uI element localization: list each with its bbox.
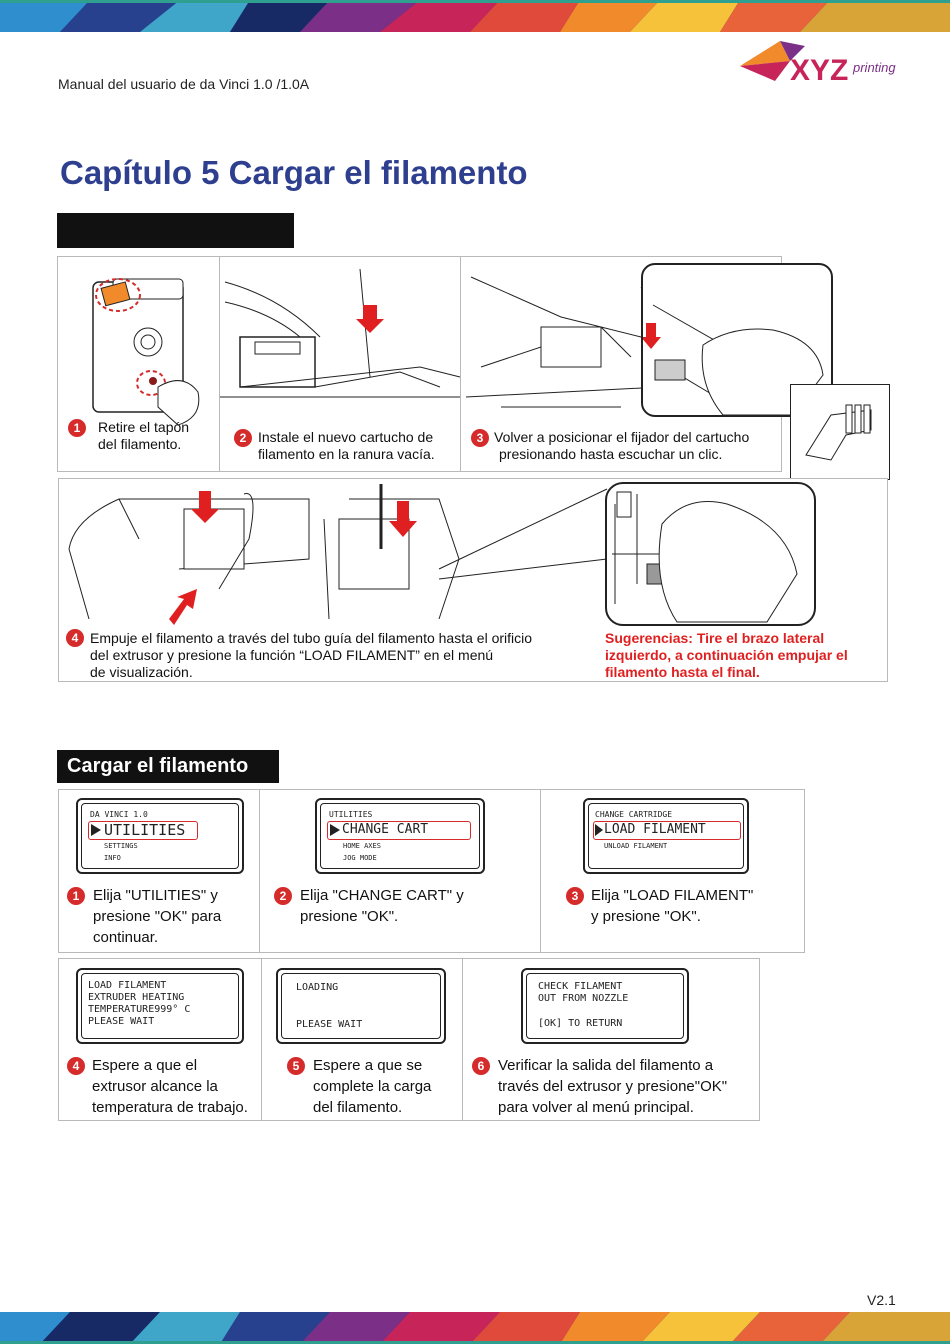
step-number: 3 (471, 429, 489, 447)
chapter-title: Capítulo 5 Cargar el filamento (60, 154, 528, 191)
tip-line: izquierdo, a continuación empujar el (605, 647, 848, 663)
menu-step5-caption-line: del filamento. (313, 1099, 403, 1116)
lcd-selection (593, 821, 741, 840)
down-arrow-icon (191, 491, 219, 523)
cartridge-illustration (92, 278, 200, 426)
step1-caption-line: Retire el tapón (98, 419, 190, 435)
menu-step6-caption-line: través del extrusor y presione"OK" (498, 1078, 728, 1095)
lcd-title: UTILITIES (329, 810, 373, 819)
step4-caption-line: del extrusor y presione la función “LOAD… (90, 647, 494, 663)
xyzprinting-logo: XYZ printing (735, 36, 900, 96)
lcd-line: OUT FROM NOZZLE (538, 993, 629, 1004)
lcd-selected-item: LOAD FILAMENT (604, 822, 706, 837)
step-number: 4 (66, 629, 84, 647)
down-arrow-icon (389, 501, 417, 537)
lcd-line: LOAD FILAMENT (88, 980, 167, 991)
top-color-band (0, 0, 950, 32)
step1-caption-line: del filamento. (98, 436, 182, 452)
step-number: 2 (234, 429, 252, 447)
tip-line: Sugerencias: Tire el brazo lateral (605, 630, 825, 646)
menu-step5-caption-line: Espere a que se (313, 1057, 423, 1074)
tip-line: filamento hasta el final. (605, 664, 760, 680)
lcd-screen-2: UTILITIES CHANGE CART HOME AXES JOG MODE (315, 798, 485, 874)
manual-title: Manual del usuario de da Vinci 1.0 /1.0A (58, 76, 310, 92)
lcd-menu-item: SETTINGS (104, 842, 138, 850)
menu-step1-caption-line: continuar. (93, 929, 159, 946)
lcd-line: PLEASE WAIT (88, 1016, 155, 1027)
svg-text:XYZ: XYZ (790, 54, 848, 87)
lcd-screen-4: LOAD FILAMENT EXTRUDER HEATING TEMPERATU… (76, 968, 244, 1044)
lcd-line: CHECK FILAMENT (538, 981, 623, 992)
lcd-menu-item: UNLOAD FILAMENT (604, 842, 668, 850)
svg-text:printing: printing (852, 60, 896, 75)
selection-arrow-icon (595, 824, 603, 836)
lcd-line: PLEASE WAIT (296, 1019, 363, 1030)
lcd-line: [OK] TO RETURN (538, 1018, 623, 1029)
step2-caption-line: Instale el nuevo cartucho de (258, 429, 434, 445)
lcd-title: DA VINCI 1.0 (90, 810, 148, 819)
lcd-selected-item: CHANGE CART (342, 822, 429, 837)
step-number: 1 (68, 419, 86, 437)
lcd-selection (327, 821, 471, 840)
selection-arrow-icon (330, 824, 340, 836)
cartridge-holder-detail (790, 384, 890, 480)
section2-heading: Cargar el filamento (57, 750, 279, 783)
menu-step1-caption-line: Elija "UTILITIES" y (93, 887, 218, 904)
menu-step4-caption-line: temperatura de trabajo. (92, 1099, 248, 1116)
lcd-screen-1: DA VINCI 1.0 UTILITIES SETTINGS INFO (76, 798, 244, 874)
menu-step6-caption-line: para volver al menú principal. (498, 1099, 694, 1116)
tip-text: Sugerencias: Tire el brazo lateral izqui… (605, 630, 848, 681)
step-number: 3 (566, 887, 584, 905)
menu-step4-caption-line: extrusor alcance la (92, 1078, 218, 1095)
step4-caption-line: de visualización. (90, 664, 193, 680)
selection-arrow-icon (91, 824, 101, 836)
lcd-screen-3: CHANGE CARTRIDGE LOAD FILAMENT UNLOAD FI… (583, 798, 749, 874)
step4-zoom-callout (605, 482, 816, 626)
lcd-menu-item: HOME AXES (343, 842, 381, 850)
step-number: 2 (274, 887, 292, 905)
section1-heading (57, 213, 294, 248)
step2-caption-line: filamento en la ranura vacía. (258, 446, 435, 462)
lcd-line: LOADING (296, 982, 339, 993)
down-arrow-icon (356, 305, 384, 333)
menu-step2-caption-line: Elija "CHANGE CART" y (300, 887, 464, 904)
lcd-screen-6: CHECK FILAMENT OUT FROM NOZZLE [OK] TO R… (521, 968, 689, 1044)
step-number: 4 (67, 1057, 85, 1075)
version-label: V2.1 (867, 1292, 896, 1308)
lcd-menu-item: JOG MODE (343, 854, 377, 862)
lcd-screen-5: LOADING PLEASE WAIT (276, 968, 446, 1044)
printer-slot-illustration (220, 268, 461, 398)
step1-panel: 1 Retire el tapón del filamento. (57, 256, 221, 472)
lcd-selection (88, 821, 198, 840)
step-number: 1 (67, 887, 85, 905)
step3-caption-line: Volver a posicionar el fijador del cartu… (494, 429, 750, 445)
menu-step3-caption-line: y presione "OK". (591, 908, 701, 925)
extruder-illustration (68, 484, 608, 625)
menu-step3-caption-line: Elija "LOAD FILAMENT" (591, 887, 754, 904)
step-number: 5 (287, 1057, 305, 1075)
lcd-selected-item: UTILITIES (104, 821, 186, 839)
up-arrow-icon (169, 589, 197, 625)
menu-step4-caption-line: Espere a que el (92, 1057, 198, 1074)
step2-panel: 2 Instale el nuevo cartucho de filamento… (219, 256, 462, 472)
menu-step6-caption-line: Verificar la salida del filamento a (498, 1057, 714, 1074)
lcd-title: CHANGE CARTRIDGE (595, 810, 673, 819)
step-number: 6 (472, 1057, 490, 1075)
menu-step1-caption-line: presione "OK" para (93, 908, 222, 925)
lcd-line: TEMPERATURE999° C (88, 1004, 191, 1015)
menu-step5-caption-line: complete la carga (313, 1078, 432, 1095)
menu-step2-caption-line: presione "OK". (300, 908, 399, 925)
step3-caption-line: presionando hasta escuchar un clic. (499, 446, 723, 462)
lcd-line: EXTRUDER HEATING (88, 992, 185, 1003)
bottom-color-band (0, 1312, 950, 1344)
step4-caption-line: Empuje el filamento a través del tubo gu… (90, 630, 533, 646)
lcd-menu-item: INFO (104, 854, 121, 862)
